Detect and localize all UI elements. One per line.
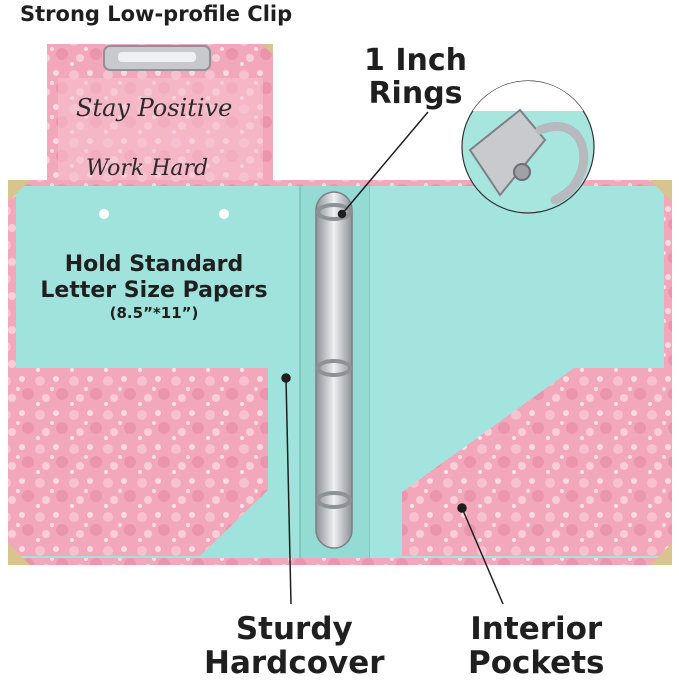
left-pocket: [16, 368, 268, 556]
paper-size-line-3: (8.5”*11”): [109, 304, 199, 322]
clipboard-line-1: Stay Positive: [76, 94, 233, 122]
rings-label-line-1: 1 Inch: [364, 43, 467, 78]
rings-label: 1 Inch Rings: [364, 44, 467, 110]
paper-size-line-1: Hold Standard: [64, 252, 244, 277]
right-pocket: [402, 368, 664, 556]
hardcover-label: Sturdy Hardcover: [204, 612, 385, 680]
pointer-lines: [281, 111, 504, 605]
hardcover-label-line-1: Sturdy: [235, 611, 353, 647]
hardcover-label-line-2: Hardcover: [204, 645, 385, 681]
clipboard-line-2: Work Hard: [86, 156, 209, 181]
clip-label: Strong Low-profile Clip: [20, 2, 293, 26]
pockets-label-line-1: Interior: [470, 611, 603, 647]
ring-closeup: [461, 80, 595, 214]
rings-label-line-2: Rings: [368, 76, 463, 111]
pockets-label: Interior Pockets: [468, 612, 604, 680]
paper-size-line-2: Letter Size Papers: [40, 278, 268, 303]
ring-mechanism: [315, 191, 353, 549]
corner-protectors: [8, 180, 672, 565]
clip-icon: [103, 45, 211, 71]
pockets-label-line-2: Pockets: [468, 645, 605, 681]
paper-size-label: Hold Standard Letter Size Papers (8.5”*1…: [34, 252, 274, 322]
